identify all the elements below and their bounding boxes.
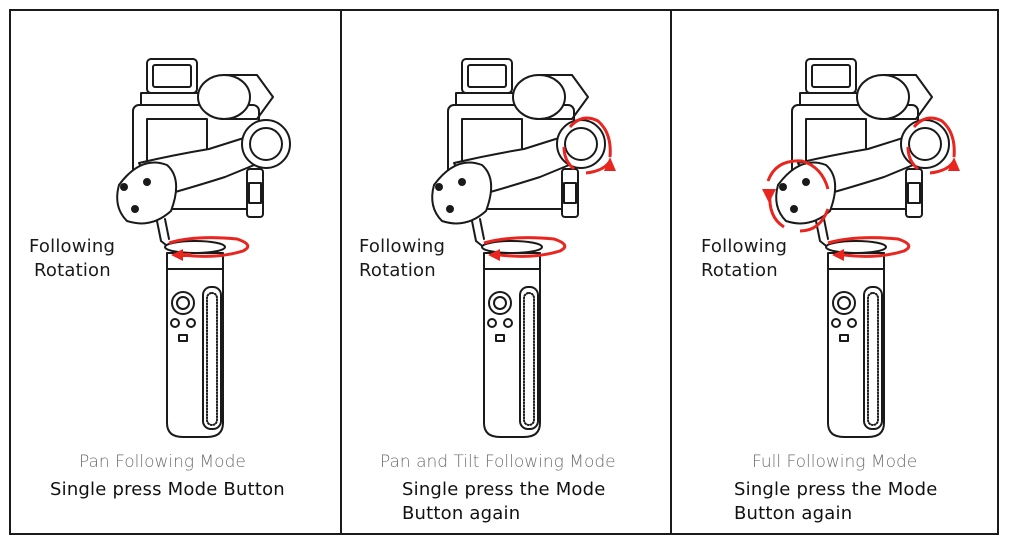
- mode-instruction: Single press the Mode Button again: [734, 479, 938, 524]
- panel-pan-tilt-following: Following Rotation Pan and Tilt Followin…: [340, 11, 670, 533]
- roll-motor: [431, 161, 493, 225]
- following-label-line1: Following: [701, 236, 788, 257]
- handle: [483, 268, 541, 438]
- following-rotation-label: Following Rotation: [29, 235, 115, 283]
- following-rotation-label: Following Rotation: [701, 235, 787, 283]
- handle: [827, 268, 885, 438]
- roll-rotation-arrow-icon: [762, 159, 830, 233]
- gimbal-illustration: [431, 58, 616, 438]
- handle: [166, 268, 224, 438]
- roll-motor: [116, 161, 178, 225]
- following-label-line2: Rotation: [34, 260, 111, 281]
- pan-motor: [481, 240, 543, 254]
- pan-rotation-arrow-icon: [483, 236, 567, 261]
- mode-title: Pan Following Mode: [79, 452, 246, 472]
- panel-full-following: Following Rotation Full Following Mode S…: [670, 11, 997, 533]
- gimbal-illustration: [116, 58, 291, 438]
- pan-rotation-arrow-icon: [168, 236, 250, 261]
- mode-instruction: Single press Mode Button: [50, 479, 285, 500]
- mode-title: Pan and Tilt Following Mode: [380, 452, 616, 472]
- tilt-rotation-arrow-icon: [906, 116, 960, 175]
- pan-motor: [825, 240, 887, 254]
- tilt-rotation-arrow-icon: [562, 116, 616, 175]
- following-label-line2: Rotation: [359, 260, 436, 281]
- mode-diagram-frame: Following Rotation Pan Following Mode Si…: [9, 9, 999, 535]
- following-label-line1: Following: [29, 236, 116, 257]
- following-rotation-label: Following Rotation: [359, 235, 445, 283]
- mode-title: Full Following Mode: [752, 452, 918, 472]
- following-label-line1: Following: [359, 236, 446, 257]
- panel-pan-following: Following Rotation Pan Following Mode Si…: [11, 11, 340, 533]
- following-label-line2: Rotation: [701, 260, 778, 281]
- pan-rotation-arrow-icon: [827, 236, 911, 261]
- gimbal-illustration: [762, 58, 960, 438]
- mode-instruction: Single press the Mode Button again: [402, 479, 606, 524]
